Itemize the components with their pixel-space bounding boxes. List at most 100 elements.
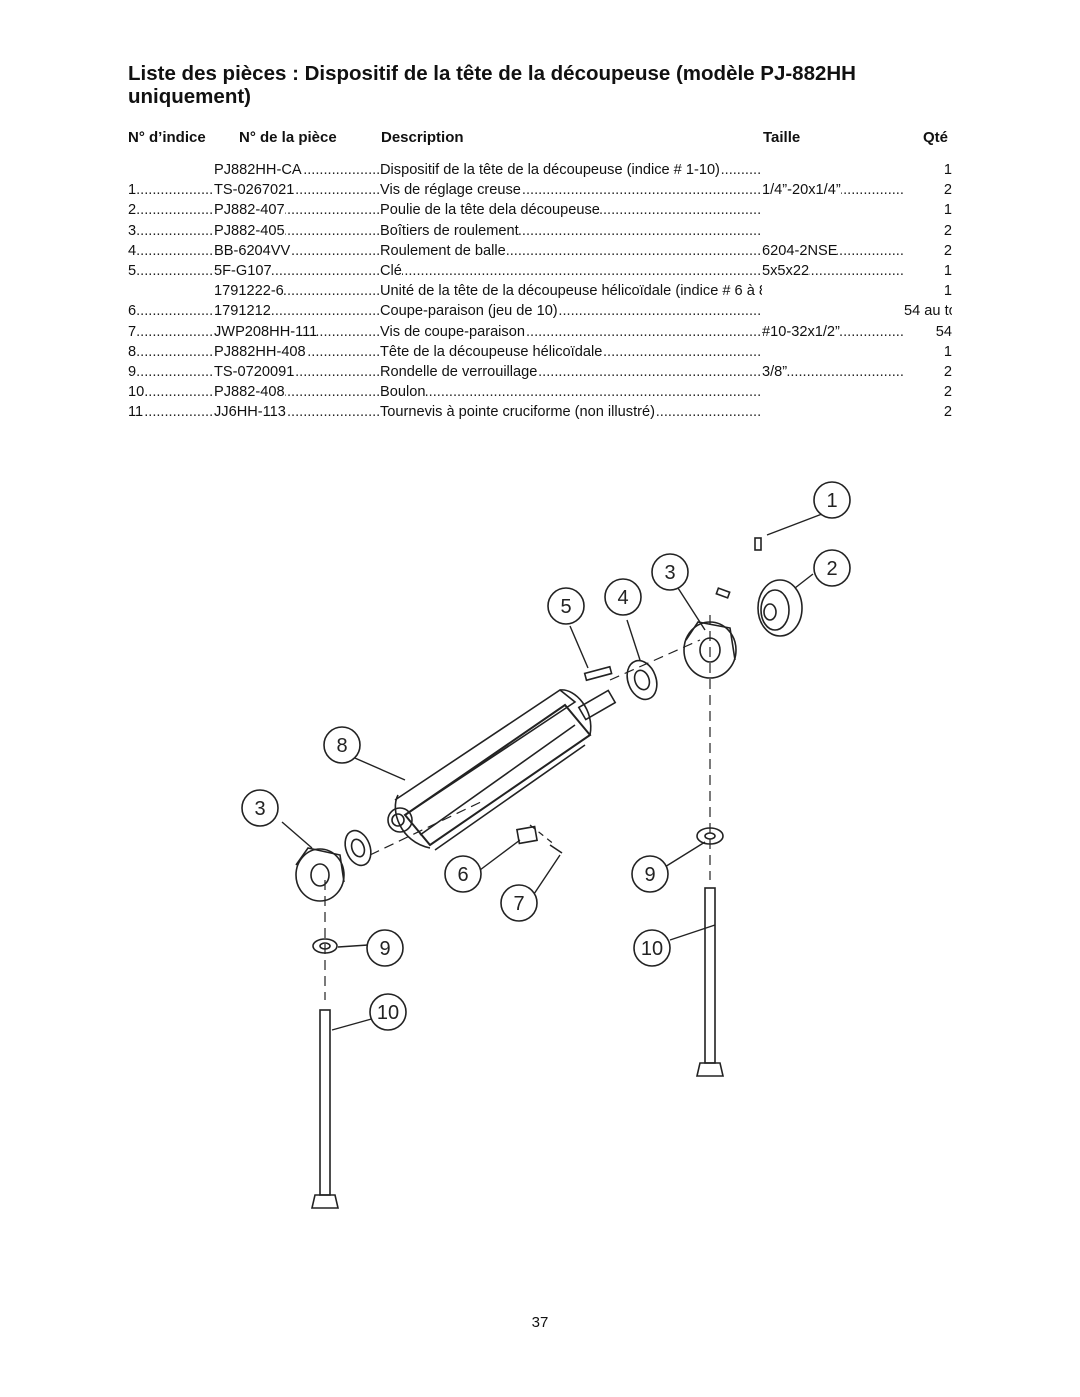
svg-text:7: 7 <box>513 893 524 915</box>
row-description: ........................................… <box>380 180 762 200</box>
svg-text:10: 10 <box>377 1002 399 1024</box>
dot-leader: ........................................… <box>128 222 214 239</box>
callout-3b: 3 <box>241 789 279 827</box>
table-row: ........................................… <box>128 260 952 282</box>
header-qty: Qté <box>923 129 949 146</box>
table-row: ........................................… <box>128 160 952 181</box>
row-part-number: ........................................… <box>214 221 380 241</box>
row-size: ........................................… <box>762 362 904 382</box>
callout-9b: 9 <box>366 929 404 967</box>
header-description: Description <box>381 129 464 146</box>
table-row: ........................................… <box>128 200 952 221</box>
row-index: ........................................… <box>128 342 214 362</box>
dot-leader: ........................................… <box>128 202 214 219</box>
callout-9: 9 <box>631 855 669 893</box>
callout-8: 8 <box>323 726 361 764</box>
row-qty: 2 <box>904 402 952 423</box>
row-part-number: ........................................… <box>214 322 380 342</box>
pulley-icon <box>757 579 803 637</box>
svg-text:3: 3 <box>664 562 675 584</box>
row-qty: 54 au total <box>904 301 952 322</box>
row-description: ........................................… <box>380 281 762 301</box>
row-index: ........................................… <box>128 180 214 200</box>
dot-leader: ........................................… <box>380 384 762 401</box>
row-description: ........................................… <box>380 342 762 362</box>
row-index: ........................................… <box>128 200 214 220</box>
row-size: ........................................… <box>762 261 904 281</box>
svg-text:9: 9 <box>644 864 655 886</box>
dot-leader: ........................................… <box>762 363 904 380</box>
row-index: ........................................… <box>128 382 214 402</box>
callout-6: 6 <box>444 855 482 893</box>
row-qty: 2 <box>904 361 952 383</box>
row-description: ........................................… <box>380 322 762 342</box>
row-part-number: ........................................… <box>214 160 380 180</box>
table-row: ........................................… <box>128 240 952 261</box>
exploded-diagram: 1 2 3 4 5 8 3 6 7 9 9 10 10 <box>241 481 851 1209</box>
row-description: ........................................… <box>380 362 762 382</box>
dot-leader: ........................................… <box>128 182 214 199</box>
header-index: N° d’indice <box>128 129 206 146</box>
svg-text:8: 8 <box>336 735 347 757</box>
header-size: Taille <box>763 129 801 146</box>
table-row: ........................................… <box>128 301 952 322</box>
dot-leader: ........................................… <box>128 323 214 340</box>
svg-text:3: 3 <box>254 798 265 820</box>
dot-leader: ........................................… <box>128 303 214 320</box>
row-index: ........................................… <box>128 402 214 422</box>
callout-10: 10 <box>633 929 671 967</box>
table-row: ........................................… <box>128 382 952 403</box>
table-row: ........................................… <box>128 341 952 362</box>
row-part-number: ........................................… <box>214 180 380 200</box>
key-icon <box>583 665 613 682</box>
row-description: ........................................… <box>380 382 762 402</box>
row-qty: 1 <box>904 281 952 302</box>
header-part: N° de la pièce <box>239 129 337 146</box>
row-description: ........................................… <box>380 160 762 180</box>
callout-5: 5 <box>547 587 585 625</box>
row-description: ........................................… <box>380 261 762 281</box>
row-qty: 2 <box>904 382 952 403</box>
row-description: ........................................… <box>380 241 762 261</box>
callout-10b: 10 <box>369 993 407 1031</box>
row-part-number: ........................................… <box>214 281 380 301</box>
page-number: 37 <box>531 1314 549 1331</box>
svg-text:6: 6 <box>457 864 468 886</box>
row-description: ........................................… <box>380 402 762 422</box>
dot-leader: ........................................… <box>128 404 214 421</box>
row-index: ........................................… <box>128 221 214 241</box>
row-index: ........................................… <box>128 241 214 261</box>
dot-leader: ........................................… <box>128 242 214 259</box>
table-row: ........................................… <box>128 180 952 201</box>
row-qty: 1 <box>904 200 952 221</box>
row-qty: 1 <box>904 260 952 282</box>
parts-list: ........................................… <box>128 160 952 423</box>
table-row: ........................................… <box>128 402 952 423</box>
svg-text:1: 1 <box>826 490 837 512</box>
svg-text:10: 10 <box>641 938 663 960</box>
row-part-number: ........................................… <box>214 382 380 402</box>
row-part-number: ........................................… <box>214 241 380 261</box>
row-size: ........................................… <box>762 322 904 342</box>
bearing-icon <box>626 659 658 701</box>
page-title: Liste des pièces : Dispositif de la tête… <box>128 62 856 108</box>
dot-leader: ........................................… <box>128 363 214 380</box>
row-size: ........................................… <box>762 241 904 261</box>
bolt-icon <box>319 1009 331 1196</box>
row-part-number: ........................................… <box>214 362 380 382</box>
row-part-number: ........................................… <box>214 402 380 422</box>
callout-7: 7 <box>500 884 538 922</box>
dot-leader: ........................................… <box>128 262 214 279</box>
dot-leader: ........................................… <box>128 343 214 360</box>
row-qty: 1 <box>904 341 952 362</box>
callout-4: 4 <box>604 578 642 616</box>
row-qty: 2 <box>904 180 952 201</box>
svg-text:4: 4 <box>617 587 628 609</box>
row-qty: 54 <box>904 321 952 342</box>
row-index: ........................................… <box>128 261 214 281</box>
row-description: ........................................… <box>380 221 762 241</box>
row-index: ........................................… <box>128 322 214 342</box>
row-description: ........................................… <box>380 200 762 220</box>
row-qty: 2 <box>904 240 952 261</box>
svg-text:9: 9 <box>379 938 390 960</box>
